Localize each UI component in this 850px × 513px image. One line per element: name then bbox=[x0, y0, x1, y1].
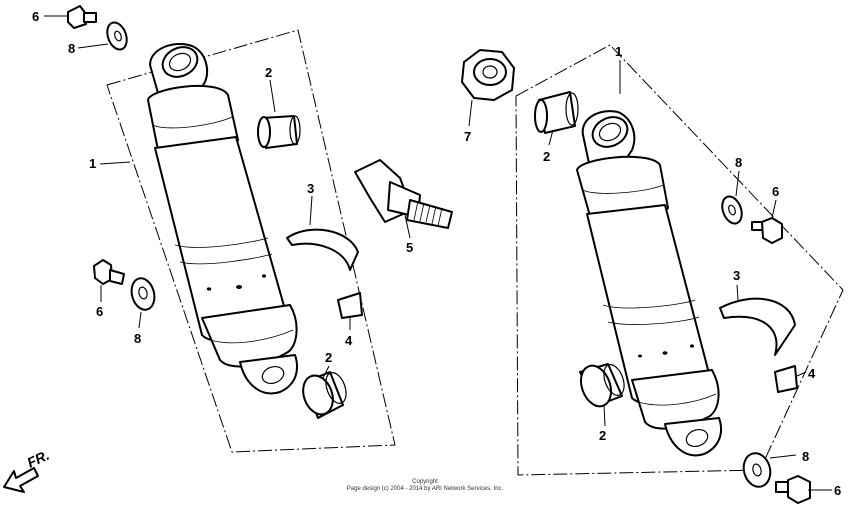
left-label[interactable] bbox=[337, 292, 363, 319]
callout-left-shock: 1 bbox=[89, 156, 96, 171]
callout-right-washer-top: 8 bbox=[735, 155, 742, 170]
front-arrow-icon bbox=[3, 467, 39, 493]
callout-left-label: 4 bbox=[345, 333, 353, 348]
right-label[interactable] bbox=[774, 365, 798, 393]
right-bolt-bottom[interactable] bbox=[775, 475, 811, 504]
left-bolt-bottom[interactable] bbox=[93, 259, 125, 285]
right-bushing-bottom[interactable] bbox=[576, 361, 628, 410]
callout-right-shock: 1 bbox=[615, 44, 622, 59]
left-band[interactable] bbox=[286, 228, 359, 271]
left-bolt-top[interactable] bbox=[67, 5, 97, 29]
callout-left-bolt-bottom: 6 bbox=[96, 304, 103, 319]
copyright-text: Page design (c) 2004 - 2014 by ARI Netwo… bbox=[346, 486, 504, 492]
callout-left-band: 3 bbox=[307, 181, 314, 196]
callout-stud-bolt: 5 bbox=[406, 240, 413, 255]
right-bushing-top[interactable] bbox=[534, 91, 579, 134]
callout-right-label: 4 bbox=[808, 366, 816, 381]
callout-right-washer-bottom: 8 bbox=[802, 449, 809, 464]
left-bushing-top[interactable] bbox=[257, 115, 301, 149]
callout-left-bushing-bottom: 2 bbox=[325, 350, 332, 365]
callout-left-bushing-top: 2 bbox=[265, 65, 272, 80]
left-washer-top[interactable] bbox=[104, 20, 130, 52]
right-washer-bottom[interactable] bbox=[740, 450, 774, 490]
callout-right-bushing-top: 2 bbox=[543, 149, 550, 164]
copyright-title: Copyright bbox=[412, 479, 438, 485]
callout-labels: 6 8 2 1 3 5 6 8 4 2 1 7 2 8 6 3 4 2 8 6 bbox=[32, 9, 841, 498]
right-assembly bbox=[461, 44, 844, 504]
stud-bolt[interactable] bbox=[354, 159, 453, 229]
left-washer-bottom[interactable] bbox=[128, 276, 158, 313]
right-shock-absorber[interactable] bbox=[576, 110, 723, 457]
right-band[interactable] bbox=[719, 297, 796, 356]
callout-left-bolt-top: 6 bbox=[32, 9, 39, 24]
copyright-notice: Copyright Page design (c) 2004 - 2014 by… bbox=[0, 479, 850, 493]
front-arrow-label: FR. bbox=[25, 447, 52, 471]
right-bolt-top[interactable] bbox=[751, 217, 783, 244]
callout-right-band: 3 bbox=[733, 268, 740, 283]
callout-nut: 7 bbox=[464, 129, 471, 144]
right-washer-top[interactable] bbox=[719, 194, 745, 226]
left-bushing-bottom[interactable] bbox=[298, 370, 350, 419]
left-assembly bbox=[44, 5, 453, 453]
callout-right-bushing-bottom: 2 bbox=[599, 428, 606, 443]
left-assembly-outline bbox=[106, 29, 396, 453]
right-assembly-outline bbox=[515, 44, 844, 476]
callout-right-bolt-top: 6 bbox=[772, 184, 779, 199]
callout-left-washer-top: 8 bbox=[68, 41, 75, 56]
callout-left-washer-bottom: 8 bbox=[134, 331, 141, 346]
left-shock-absorber[interactable] bbox=[147, 42, 299, 395]
nut[interactable] bbox=[461, 49, 515, 101]
callout-right-bolt-bottom: 6 bbox=[834, 483, 841, 498]
